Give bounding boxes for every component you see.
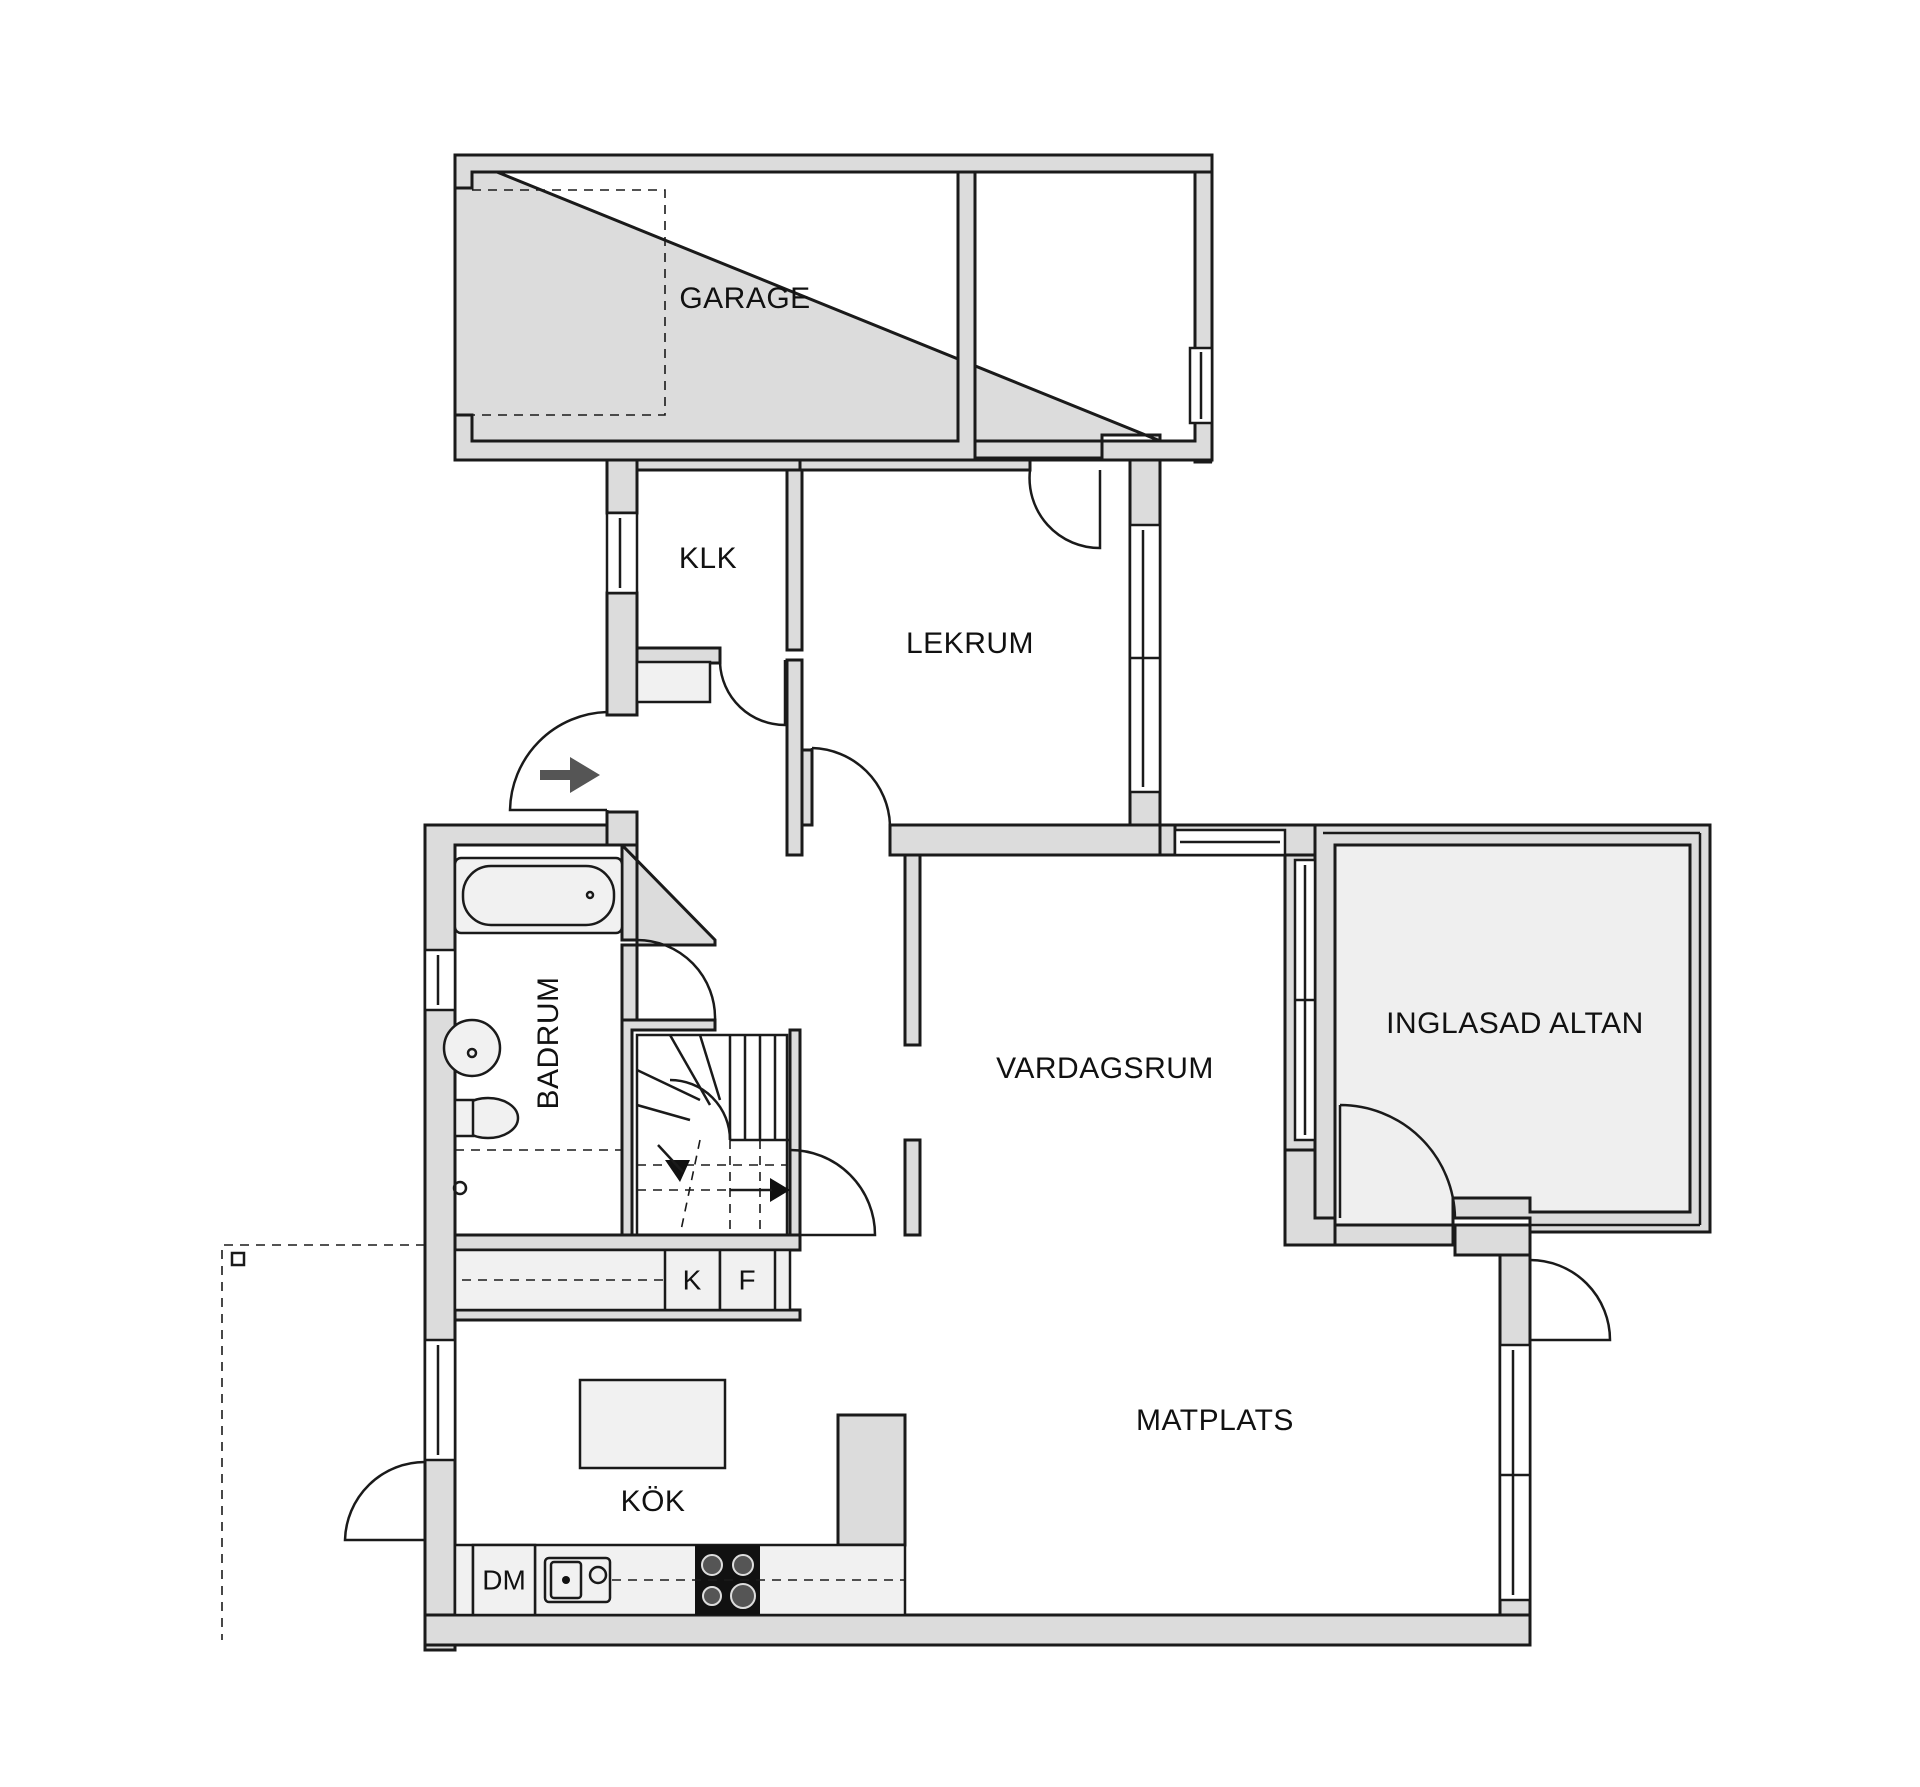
freezer-label: F xyxy=(738,1264,755,1295)
garage-block xyxy=(453,153,1214,464)
door-lekrum xyxy=(810,746,892,826)
room-label-klk: KLK xyxy=(679,542,737,575)
dishwasher xyxy=(471,1543,537,1617)
window-badrum xyxy=(423,948,457,1012)
kitchen-fixtures: DM xyxy=(453,1378,907,1617)
room-label-lekrum: LEKRUM xyxy=(906,627,1034,660)
door-kitchen xyxy=(343,1460,426,1542)
entrance-arrow-icon xyxy=(540,757,600,793)
stair-arrow-icon xyxy=(770,1178,790,1202)
window-altan-left xyxy=(1293,858,1317,1142)
bathroom-fixtures xyxy=(442,856,624,1196)
door-garden xyxy=(1529,1258,1612,1342)
room-label-kok: KÖK xyxy=(621,1485,686,1518)
doors xyxy=(343,469,1612,1542)
window-vardagsrum-top xyxy=(1173,828,1287,857)
door-storage xyxy=(1028,469,1102,550)
room-label-badrum: BADRUM xyxy=(532,976,565,1109)
glazed-veranda xyxy=(1313,823,1712,1247)
door-badrum xyxy=(636,938,717,1021)
staircase xyxy=(635,1033,790,1237)
room-label-inglasad-altan: INGLASAD ALTAN xyxy=(1386,1007,1644,1040)
stair-arrow-icon xyxy=(665,1160,690,1182)
property-line xyxy=(221,1244,425,1640)
utility-row: K F xyxy=(453,1248,792,1312)
car-outline xyxy=(472,189,666,416)
door-stair xyxy=(789,1148,877,1237)
door-altan xyxy=(1338,1103,1457,1219)
window-matplats xyxy=(1498,1343,1532,1602)
sink xyxy=(543,1556,612,1604)
dishwasher-label: DM xyxy=(482,1564,526,1595)
fridge-label: K xyxy=(683,1264,702,1295)
freezer xyxy=(718,1248,777,1312)
room-labels: GARAGE KLK LEKRUM BADRUM VARDAGSRUM INGL… xyxy=(532,282,1644,1518)
room-label-garage: GARAGE xyxy=(679,282,810,315)
window-kok xyxy=(423,1338,457,1462)
house-walls xyxy=(423,458,1532,1652)
bathtub xyxy=(453,856,624,935)
room-label-matplats: MATPLATS xyxy=(1136,1404,1294,1437)
entrance-door xyxy=(508,710,608,812)
window-garage xyxy=(1188,346,1214,425)
kitchen-island xyxy=(578,1378,727,1470)
window-lekrum xyxy=(1128,523,1162,794)
window-klk xyxy=(605,511,639,595)
room-label-vardagsrum: VARDAGSRUM xyxy=(996,1052,1214,1085)
door-klk xyxy=(718,660,787,727)
windows xyxy=(423,511,1532,1602)
